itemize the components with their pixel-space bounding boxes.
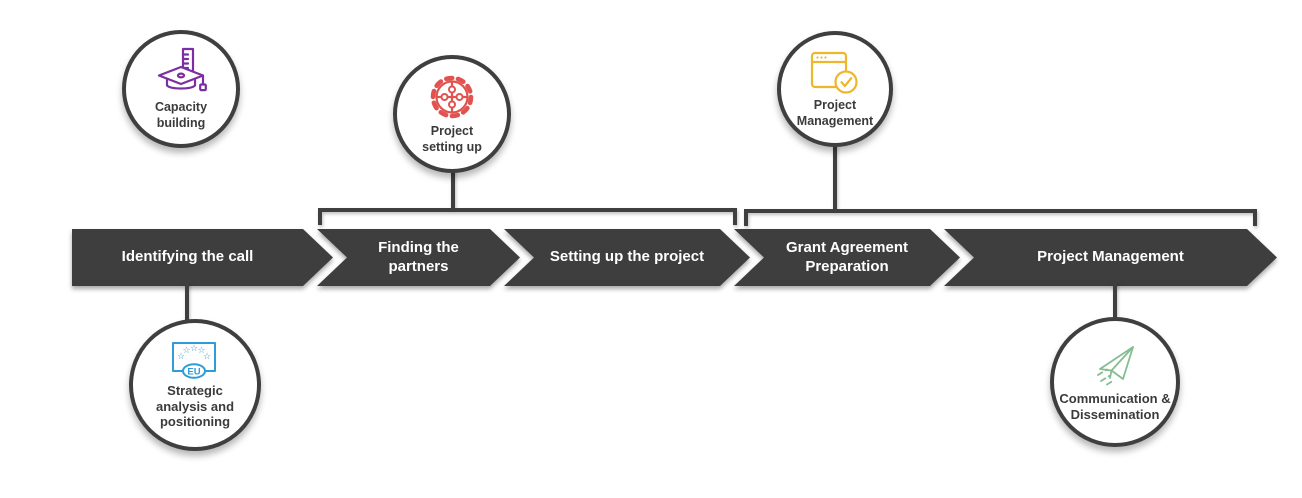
badge-label: Capacity building — [154, 100, 208, 130]
connector-project-management — [833, 144, 837, 212]
eu-flag-text: EU — [187, 366, 200, 377]
connector-project-setting-up — [451, 168, 455, 212]
segment-label: Grant Agreement Preparation — [786, 238, 908, 275]
timeline-segment-finding-the-partners: Finding the partners — [317, 229, 520, 286]
segment-label: Finding the partners — [378, 238, 459, 275]
badge-label: Strategic analysis and positioning — [155, 382, 235, 430]
eu-flag-icon: ☆ ☆ ☆ ☆ ☆ EU — [170, 340, 220, 380]
badge-project-management: Project Management — [777, 31, 893, 147]
svg-text:☆: ☆ — [182, 346, 190, 356]
segment-label: Identifying the call — [121, 248, 254, 266]
bracket-project-management — [744, 209, 1257, 226]
badge-label: Communication & Dissemination — [1059, 390, 1171, 422]
svg-text:☆: ☆ — [190, 344, 198, 354]
badge-label: Project Management — [796, 98, 874, 128]
segment-label: Setting up the project — [549, 248, 705, 266]
badge-capacity-building: Capacity building — [122, 30, 240, 148]
timeline-segment-identifying-the-call: Identifying the call — [72, 229, 333, 286]
connector-communication-dissemination — [1113, 282, 1117, 320]
timeline-segment-setting-up-the-project: Setting up the project — [504, 229, 750, 286]
connector-strategic-analysis — [185, 282, 189, 322]
timeline-segment-grant-agreement-preparation: Grant Agreement Preparation — [734, 229, 960, 286]
badge-project-setting-up: Project setting up — [393, 55, 511, 173]
svg-text:☆: ☆ — [197, 346, 205, 356]
gear-puzzle-icon — [428, 73, 476, 121]
badge-label: Project setting up — [422, 124, 482, 154]
svg-text:☆: ☆ — [177, 352, 185, 362]
segment-label: Project Management — [1037, 248, 1184, 266]
paper-plane-icon — [1090, 342, 1140, 388]
badge-communication-dissemination: Communication & Dissemination — [1050, 317, 1180, 447]
timeline-segment-project-management: Project Management — [944, 229, 1277, 286]
bracket-project-setting-up — [318, 208, 737, 225]
svg-text:☆: ☆ — [203, 352, 211, 362]
badge-strategic-analysis: ☆ ☆ ☆ ☆ ☆ EU Strategic analysis and posi… — [129, 319, 261, 451]
graduation-cap-ruler-icon — [153, 47, 209, 97]
browser-checkmark-icon — [810, 49, 860, 95]
